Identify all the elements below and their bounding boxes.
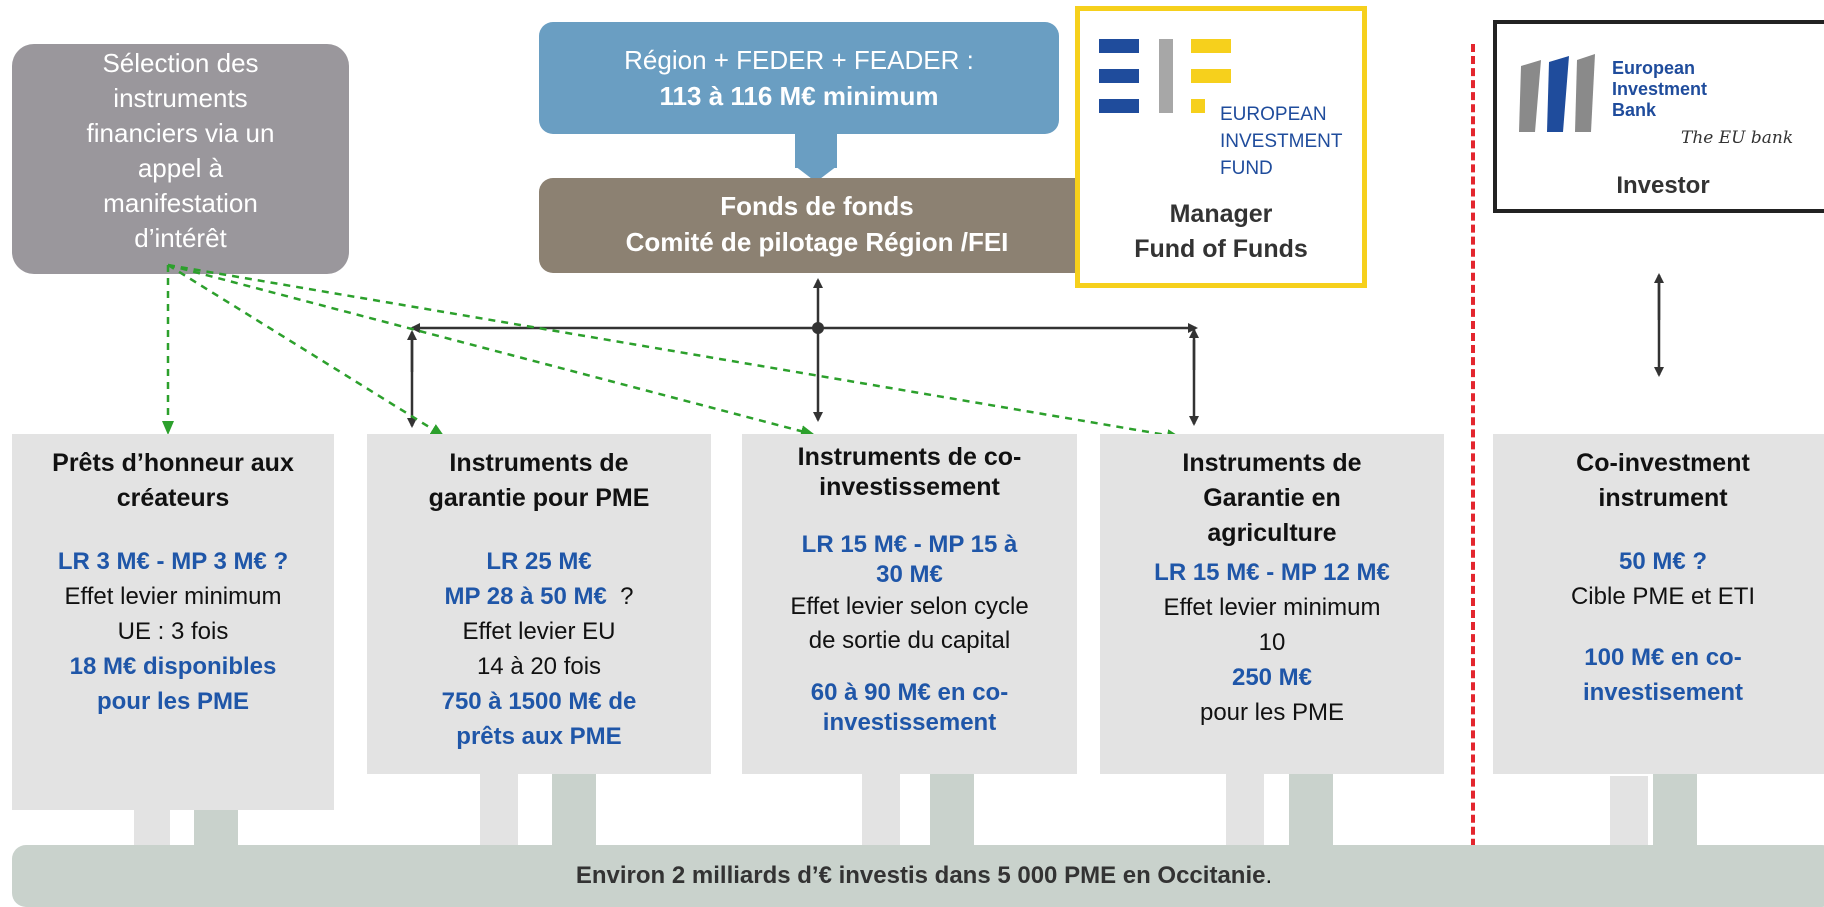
card-highlight-line: pour les PME bbox=[96, 688, 250, 715]
card-body-line: UE : 3 fois bbox=[117, 618, 229, 645]
card-highlight-line: prêts aux PME bbox=[456, 723, 622, 750]
summary-suffix: . bbox=[1265, 862, 1273, 889]
eif-box: EUROPEAN INVESTMENT FUND Manager Fund of… bbox=[1075, 6, 1367, 288]
eib-logo-line: European bbox=[1612, 58, 1696, 78]
eif-logo-line: EUROPEAN bbox=[1220, 104, 1327, 125]
card-title-line: agriculture bbox=[1207, 519, 1337, 547]
section-divider bbox=[1471, 44, 1475, 907]
card-body-line: Effet levier minimum bbox=[1163, 594, 1381, 621]
card-body-line: 14 à 20 fois bbox=[476, 653, 602, 680]
card-amount: LR 15 M€ - MP 12 M€ bbox=[1154, 559, 1390, 586]
card-highlight-line: 18 M€ disponibles bbox=[69, 653, 277, 680]
region-line2: 113 à 116 M€ minimum bbox=[659, 81, 939, 111]
card-title-line: Prêts d’honneur aux bbox=[52, 449, 294, 477]
instrument-card-co-investment-eib: Co-investment instrument 50 M€ ? Cible P… bbox=[1493, 434, 1824, 774]
eif-logo-line: FUND bbox=[1220, 158, 1273, 179]
card-highlight-line: investisement bbox=[1582, 679, 1744, 706]
selection-line: appel à bbox=[137, 153, 224, 183]
card-highlight-line: 60 à 90 M€ en co- bbox=[810, 679, 1009, 706]
eif-logo-line: INVESTMENT bbox=[1220, 131, 1343, 152]
summary-bar: Environ 2 milliards d’€ investis dans 5 … bbox=[12, 845, 1824, 907]
eib-role: Investor bbox=[1616, 172, 1710, 199]
selection-line: d’intérêt bbox=[134, 223, 227, 253]
card-title-line: investissement bbox=[819, 473, 1000, 501]
fund-of-funds-box: Fonds de fonds Comité de pilotage Région… bbox=[539, 178, 1095, 273]
selection-line: manifestation bbox=[103, 188, 258, 218]
card-title-line: Garantie en bbox=[1203, 484, 1341, 512]
eif-logo-text: EUROPEAN INVESTMENT FUND bbox=[1220, 101, 1342, 182]
selection-line: instruments bbox=[113, 83, 248, 113]
instrument-card-prets-honneur: Prêts d’honneur aux créateurs LR 3 M€ - … bbox=[12, 434, 334, 810]
card-highlight-line: 750 à 1500 M€ de bbox=[441, 688, 637, 715]
card-leg bbox=[930, 774, 974, 854]
card-title-line: garantie pour PME bbox=[428, 484, 650, 512]
eib-logo-line: Investment bbox=[1612, 79, 1708, 99]
eif-logo bbox=[1099, 39, 1231, 113]
eib-box: European Investment Bank The EU bank Inv… bbox=[1493, 20, 1824, 213]
selection-box: Sélection des instruments financiers via… bbox=[12, 44, 349, 274]
card-leg bbox=[1653, 774, 1697, 854]
card-body-line: 10 bbox=[1258, 629, 1286, 656]
instrument-card-garantie-agriculture: Instruments de Garantie en agriculture L… bbox=[1100, 434, 1444, 774]
card-title-line: Co-investment bbox=[1576, 449, 1750, 477]
region-line1: Région + FEDER + FEADER : bbox=[624, 45, 974, 75]
card-body-line: Cible PME et ETI bbox=[1570, 583, 1756, 610]
eif-role-line1: Manager bbox=[1169, 200, 1273, 228]
region-funding-box: Région + FEDER + FEADER : 113 à 116 M€ m… bbox=[539, 22, 1059, 134]
card-body-line: pour les PME bbox=[1199, 699, 1345, 726]
summary-text: Environ 2 milliards d’€ investis dans 5 … bbox=[575, 862, 1266, 889]
card-amount: 50 M€ ? bbox=[1618, 548, 1708, 575]
card-body-line: de sortie du capital bbox=[808, 627, 1011, 654]
card-leg bbox=[862, 772, 900, 852]
card-amount2-row: MP 28 à 50 M€ ? bbox=[367, 579, 711, 614]
instrument-card-co-investissement: Instruments de co- investissement LR 15 … bbox=[742, 434, 1077, 774]
card-leg bbox=[1610, 776, 1648, 856]
card-amount-line: 30 M€ bbox=[876, 561, 943, 588]
eib-logo-text: European Investment Bank bbox=[1612, 58, 1707, 121]
card-highlight-line: investissement bbox=[822, 709, 997, 736]
card-highlight-line: 100 M€ en co- bbox=[1584, 644, 1742, 671]
card-amount2-suffix: ? bbox=[606, 583, 634, 610]
card-body-line: Effet levier selon cycle bbox=[790, 593, 1029, 620]
card-title-line: Instruments de bbox=[449, 449, 629, 477]
selection-line: Sélection des bbox=[102, 48, 259, 78]
fonds-line1: Fonds de fonds bbox=[720, 191, 914, 221]
card-title-line: instrument bbox=[1598, 484, 1728, 512]
card-title-line: Instruments de co- bbox=[797, 443, 1022, 471]
card-body-line: Effet levier EU bbox=[462, 618, 616, 645]
fonds-line2: Comité de pilotage Région /FEI bbox=[625, 227, 1009, 257]
card-leg bbox=[1226, 772, 1264, 852]
card-body-line: Effet levier minimum bbox=[64, 583, 282, 610]
region-connector bbox=[795, 134, 837, 168]
eif-role: Manager Fund of Funds bbox=[1080, 197, 1362, 267]
eif-role-line2: Fund of Funds bbox=[1134, 235, 1308, 263]
card-amount: LR 3 M€ - MP 3 M€ ? bbox=[57, 548, 289, 575]
eib-logo bbox=[1519, 54, 1595, 132]
instrument-card-garantie-pme: Instruments de garantie pour PME LR 25 M… bbox=[367, 434, 711, 774]
card-leg bbox=[480, 772, 518, 852]
card-amount: LR 25 M€ bbox=[486, 548, 592, 575]
card-title-line: Instruments de bbox=[1182, 449, 1362, 477]
card-leg bbox=[552, 774, 596, 854]
eib-logo-line: Bank bbox=[1612, 100, 1657, 120]
selection-line: financiers via un bbox=[86, 118, 275, 148]
eib-tagline: The EU bank bbox=[1681, 128, 1794, 148]
card-highlight: 250 M€ bbox=[1231, 664, 1313, 691]
card-amount2: MP 28 à 50 M€ bbox=[444, 583, 607, 610]
card-amount-line: LR 15 M€ - MP 15 à bbox=[801, 531, 1018, 558]
card-title-line: créateurs bbox=[116, 484, 230, 512]
card-leg bbox=[1289, 774, 1333, 854]
